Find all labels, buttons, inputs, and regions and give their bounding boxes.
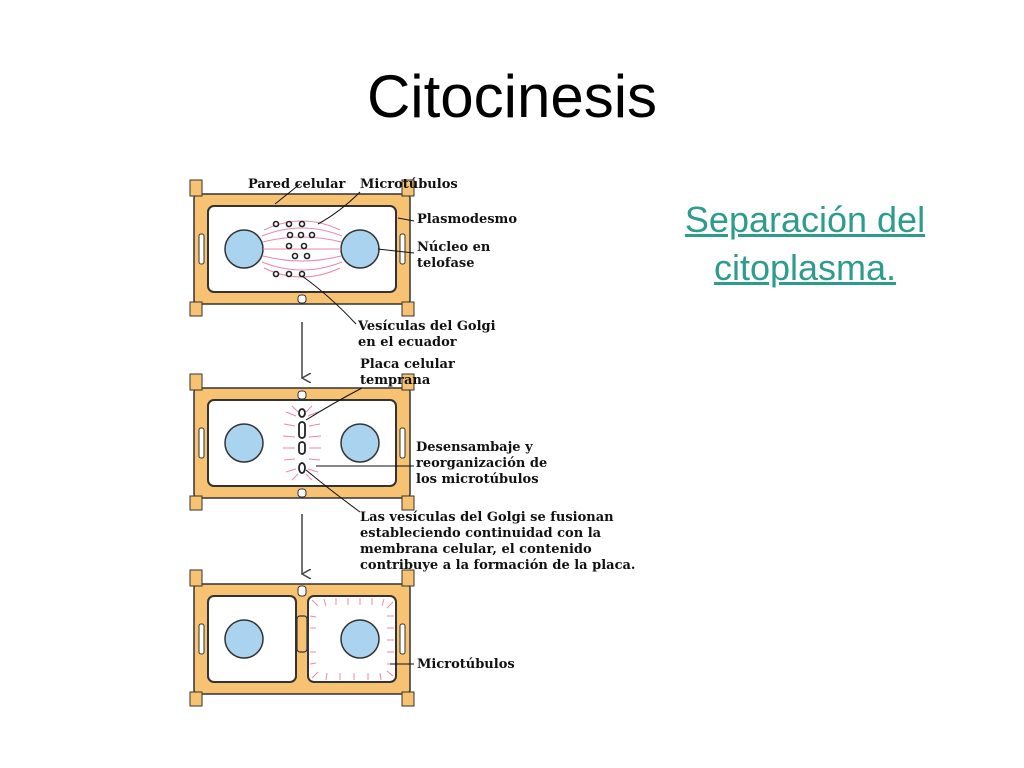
- label-placa-2: temprana: [360, 373, 431, 388]
- microtubules: [309, 598, 394, 681]
- label-fusion-1: Las vesículas del Golgi se fusionan: [360, 510, 614, 525]
- label-nucleo-2: telofase: [417, 256, 475, 271]
- new-cell-wall: [296, 615, 308, 653]
- nucleus-right: [340, 619, 380, 659]
- label-plasmodesmo: Plasmodesmo: [417, 212, 517, 227]
- label-placa-1: Placa celular: [360, 357, 455, 372]
- label-desensamblaje-3: los microtúbulos: [416, 472, 539, 487]
- nucleus-left: [224, 423, 264, 463]
- separacion-link[interactable]: Separación del citoplasma.: [684, 199, 926, 288]
- label-microtubulos-bottom: Microtúbulos: [417, 657, 515, 672]
- stage-1-cell: [189, 179, 415, 317]
- label-fusion-3: membrana celular, el contenido: [360, 542, 592, 557]
- plasmodesma: [198, 233, 205, 265]
- stage-3-cell: [189, 569, 415, 707]
- early-cell-plate: [298, 408, 306, 474]
- label-fusion-2: estableciendo continuidad con la: [360, 526, 602, 541]
- nucleus-right: [340, 229, 380, 269]
- microtubules: [282, 405, 322, 481]
- slide-title: Citocinesis: [366, 63, 658, 130]
- label-microtubulos-top: Microtúbulos: [360, 177, 458, 192]
- label-fusion-4: contribuye a la formación de la placa.: [360, 558, 635, 573]
- nucleus-right: [340, 423, 380, 463]
- label-pared-celular: Pared celular: [248, 177, 346, 192]
- label-vesiculas-2: en el ecuador: [358, 335, 457, 350]
- label-nucleo-1: Núcleo en: [417, 240, 491, 255]
- stage-2-cell: [189, 373, 415, 511]
- label-vesiculas-1: Vesículas del Golgi: [357, 319, 496, 334]
- label-desensamblaje-2: reorganización de: [416, 456, 547, 471]
- golgi-vesicles: [272, 220, 316, 278]
- nucleus-left: [224, 229, 264, 269]
- label-desensamblaje-1: Desensambaje y: [416, 440, 533, 455]
- nucleus-left: [224, 619, 264, 659]
